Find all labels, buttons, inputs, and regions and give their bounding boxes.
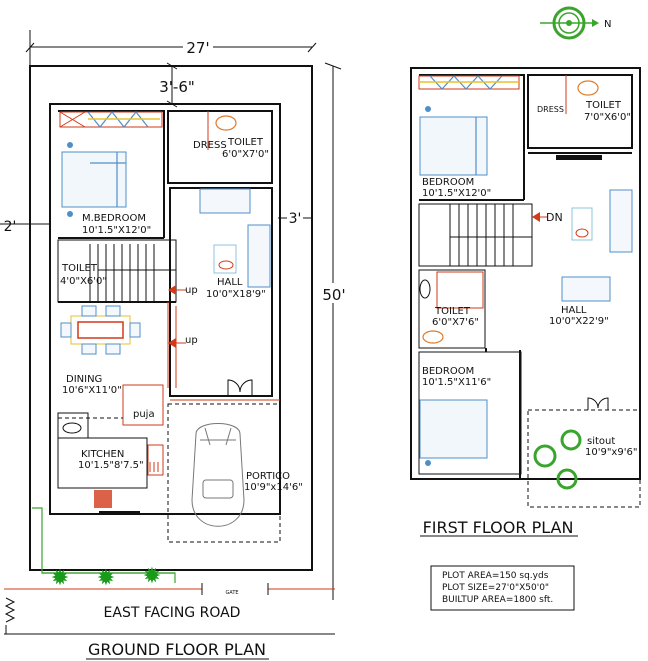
sitout-size: 10'9"x9'6" [585, 447, 637, 458]
ff-toilet2-label: TOILET [434, 306, 471, 317]
m-bedroom-label: M.BEDROOM [82, 213, 146, 224]
left-setback-label: 2' [4, 219, 17, 235]
first-floor-plan: N DN [410, 6, 641, 611]
dimension-depth: 50' [320, 62, 348, 600]
sofa-icon-2 [561, 276, 611, 302]
ground-floor-plan: 27' 50' 3'-6" 2' 3' [0, 30, 348, 660]
ff-toilet-size: 7'0"X6'0" [584, 112, 631, 123]
ground-stairs [89, 244, 176, 302]
plot-size-text: PLOT SIZE=27'0"X50'0" [442, 583, 549, 593]
plant-icon: ✹ [143, 564, 161, 589]
road-label: EAST FACING ROAD [104, 605, 241, 621]
portico-size: 10'9"x14'6" [244, 482, 303, 493]
plot-area-text: PLOT AREA=150 sq.yds [442, 571, 549, 581]
toilet-icon [215, 115, 237, 131]
plant-pot-icon [560, 429, 582, 451]
house-outline [49, 103, 281, 515]
stair-up-label-2: up [185, 335, 198, 346]
ground-floor-title: GROUND FLOOR PLAN [88, 640, 266, 659]
ff-toilet2-size: 6'0"X7'6" [432, 317, 479, 328]
first-floor-outline [410, 67, 641, 480]
compass-icon: N [540, 6, 611, 40]
sitout-label: sitout [587, 436, 615, 447]
first-floor-stairs [449, 204, 532, 266]
kitchen-size: 10'1.5"8'7.5" [78, 460, 144, 471]
right-setback-label: 3' [289, 211, 302, 227]
gf-toilet-label: TOILET [227, 137, 264, 148]
plot-info-box: PLOT AREA=150 sq.yds PLOT SIZE=27'0"X50'… [430, 565, 575, 611]
dimension-width: 27' [25, 30, 317, 66]
gf-toilet-size: 6'0"X7'0" [222, 149, 269, 160]
car-icon [191, 423, 245, 527]
builtup-area-text: BUILTUP AREA=1800 sft. [442, 595, 553, 605]
tv-unit [556, 155, 602, 160]
gate-label: GATE [225, 590, 238, 596]
gf-toilet2-size: 4'0"X6'0" [60, 276, 107, 287]
width-label: 27' [186, 39, 209, 57]
ff-bedroom-size: 10'1.5"X12'0" [422, 188, 491, 199]
gf-hall-size: 10'0"X18'9" [206, 289, 266, 300]
bedroom2-bed-icon [419, 399, 488, 459]
master-bed-icon [61, 151, 127, 208]
sofa-icon-2 [247, 224, 271, 288]
ff-bedroom2-label: BEDROOM [422, 366, 474, 377]
sofa-icon [199, 188, 251, 214]
dining-label: DINING [66, 374, 102, 385]
stove-icon [94, 490, 112, 508]
ff-bedroom-label: BEDROOM [422, 177, 474, 188]
bedroom-bed-icon [419, 116, 488, 176]
dining-size: 10'6"X11'0" [62, 385, 122, 396]
compass-north-label: N [604, 19, 611, 30]
kitchen-label: KITCHEN [81, 449, 124, 460]
puja-label: puja [133, 409, 155, 420]
sofa-icon [609, 189, 633, 253]
ff-toilet-label: TOILET [585, 100, 622, 111]
depth-label: 50' [322, 286, 345, 304]
portico-label: PORTICO [246, 471, 290, 482]
plant-pot-icon [533, 444, 557, 468]
sitout-area [527, 409, 641, 508]
ff-dress-label: DRESS [537, 105, 564, 114]
ff-bedroom2-size: 10'1.5"X11'6" [422, 377, 491, 388]
front-setback-label: 3'-6" [159, 78, 195, 96]
portico-area [167, 403, 281, 543]
ff-hall-size: 10'0"X22'9" [549, 316, 609, 327]
gf-dress-label: DRESS [193, 140, 227, 151]
gf-toilet2-label: TOILET [61, 263, 98, 274]
plant-pot-icon [556, 468, 578, 490]
stair-down-label: DN [546, 211, 563, 224]
plot-boundary [29, 65, 313, 571]
m-bedroom-size: 10'1.5"X12'0" [82, 225, 151, 236]
gf-hall-label: HALL [217, 277, 243, 288]
stair-up-label-1: up [185, 285, 198, 296]
plant-icon: ✹ [97, 566, 115, 591]
ff-hall-label: HALL [561, 305, 587, 316]
first-floor-title: FIRST FLOOR PLAN [423, 518, 574, 537]
plant-icon: ✹ [51, 566, 69, 591]
dining-table-icon [60, 305, 141, 355]
toilet-icon [577, 80, 599, 96]
